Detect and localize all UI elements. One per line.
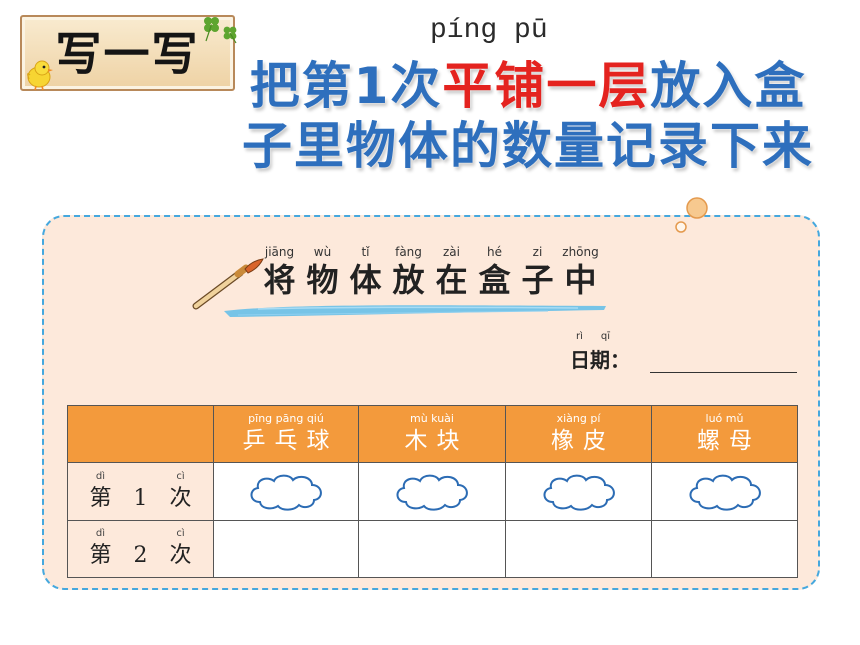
badge-label: 写一写 xyxy=(55,27,200,81)
column-label: 木块 xyxy=(404,428,469,454)
date-pinyin-ri: rì xyxy=(576,331,583,342)
column-pinyin: mù kuài xyxy=(410,412,454,425)
row-label-part: 第 xyxy=(89,543,112,568)
answer-cell xyxy=(505,462,652,521)
heading-pinyin: píng pū xyxy=(430,15,548,46)
heading-segment: 把第1次 xyxy=(249,57,443,115)
title-char: zi 子 xyxy=(516,244,559,300)
title-hanzi: 物 xyxy=(306,261,339,299)
title-pinyin: hé xyxy=(487,245,502,259)
table-row: dì 第 1 cì 次 xyxy=(67,462,798,521)
worksheet-title: jiāng 将 wù 物 tǐ 体 fàng 放 zài 在 hé 盒 zi 子 zhōng 中 xyxy=(258,244,602,300)
column-label: 乒乓球 xyxy=(242,428,339,454)
chick-icon xyxy=(27,60,53,91)
title-char: wù 物 xyxy=(301,244,344,300)
title-hanzi: 体 xyxy=(349,261,382,299)
brush-stroke-underline-icon xyxy=(224,305,606,317)
section-badge: 写一写 xyxy=(20,15,237,91)
column-pinyin: pīng pāng qiú xyxy=(248,412,324,425)
answer-cell xyxy=(651,462,798,521)
title-hanzi: 放 xyxy=(392,261,425,299)
row-pinyin: cì xyxy=(176,470,185,482)
column-pinyin: luó mǔ xyxy=(705,412,744,425)
heading-line-2: 子里物体的数量记录下来 xyxy=(242,117,814,175)
column-label: 橡皮 xyxy=(551,428,615,454)
title-pinyin: fàng xyxy=(395,245,422,259)
row-number: 1 xyxy=(133,485,148,511)
row-label-part: 次 xyxy=(169,543,192,568)
row-header: dì 第 2 cì 次 xyxy=(67,520,214,578)
record-table: pīng pāng qiú 乒乓球 mù kuài 木块 xiàng pí 橡皮 lu… xyxy=(67,405,798,578)
title-hanzi: 中 xyxy=(564,261,597,299)
cloud-icon xyxy=(250,474,322,511)
cloud-icon xyxy=(396,474,468,511)
title-pinyin: tǐ xyxy=(361,245,370,259)
row-label-part: 次 xyxy=(169,485,192,511)
title-char: tǐ 体 xyxy=(344,244,387,300)
title-hanzi: 盒 xyxy=(478,261,511,299)
table-header-cell: luó mǔ 螺母 xyxy=(651,405,798,463)
date-pinyin: rì qī xyxy=(576,330,610,344)
heading-line-1: 把第1次平铺一层放入盒 xyxy=(222,58,834,114)
table-row: dì 第 2 cì 次 xyxy=(67,520,798,578)
title-char: hé 盒 xyxy=(473,244,516,300)
title-char: fàng 放 xyxy=(387,244,430,300)
answer-cell xyxy=(505,520,652,578)
row-pinyin: dì xyxy=(95,470,106,482)
decorative-circles-icon xyxy=(675,197,708,233)
cloud-icon xyxy=(689,474,761,511)
row-label-part: 第 xyxy=(89,485,112,511)
cloud-icon xyxy=(543,474,615,511)
title-pinyin: zhōng xyxy=(562,245,599,259)
table-header-cell: xiàng pí 橡皮 xyxy=(505,405,652,463)
column-pinyin: xiàng pí xyxy=(556,412,601,425)
title-pinyin: wù xyxy=(313,245,332,259)
column-label: 螺母 xyxy=(697,428,761,454)
table-header-row: pīng pāng qiú 乒乓球 mù kuài 木块 xiàng pí 橡皮 lu… xyxy=(67,405,798,463)
row-pinyin: dì xyxy=(95,528,106,539)
title-hanzi: 子 xyxy=(521,261,554,299)
title-pinyin: zài xyxy=(443,245,460,259)
title-hanzi: 将 xyxy=(263,261,296,299)
row-pinyin: cì xyxy=(176,528,185,539)
table-corner-cell xyxy=(67,405,214,463)
title-pinyin: jiāng xyxy=(264,245,295,259)
heading-segment-highlight: 平铺一层 xyxy=(442,57,651,115)
date-pinyin-qi: qī xyxy=(600,331,611,342)
title-hanzi: 在 xyxy=(435,261,468,299)
brush-icon xyxy=(192,258,264,310)
date-blank-line xyxy=(650,372,797,373)
answer-cell xyxy=(651,520,798,578)
answer-cell xyxy=(358,462,506,521)
answer-cell xyxy=(213,462,359,521)
row-number: 2 xyxy=(133,543,148,568)
table-header-cell: mù kuài 木块 xyxy=(358,405,506,463)
answer-cell xyxy=(213,520,359,578)
table-header-cell: pīng pāng qiú 乒乓球 xyxy=(213,405,359,463)
date-label: 日期： xyxy=(570,348,630,372)
row-header: dì 第 1 cì 次 xyxy=(67,462,214,521)
title-pinyin: zi xyxy=(532,245,543,259)
clover-icon xyxy=(204,17,237,44)
title-char: zhōng 中 xyxy=(559,244,602,300)
title-char: jiāng 将 xyxy=(258,244,301,300)
answer-cell xyxy=(358,520,506,578)
heading-segment: 放入盒 xyxy=(650,57,807,115)
title-char: zài 在 xyxy=(430,244,473,300)
